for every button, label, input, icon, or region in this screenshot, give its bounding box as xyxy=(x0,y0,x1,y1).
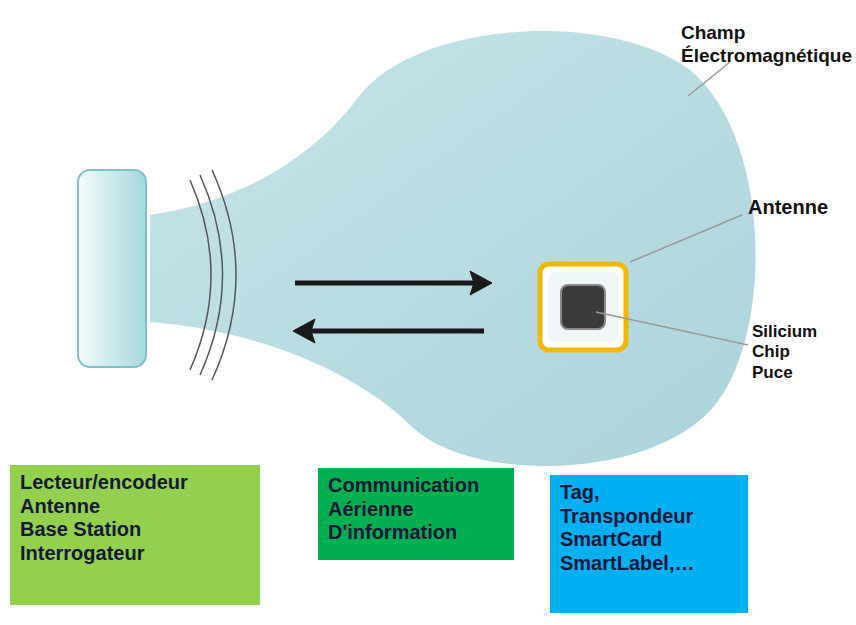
field-label: Champ Électromagnétique xyxy=(681,22,852,68)
radio-waves xyxy=(190,170,236,380)
box-text: SmartLabel,… xyxy=(560,552,738,576)
box-text: Tag, xyxy=(560,481,738,505)
leader-lines xyxy=(596,62,748,345)
communication-box: Communication Aérienne D'information xyxy=(318,468,514,560)
box-text: Transpondeur xyxy=(560,505,738,529)
data-arrows xyxy=(293,271,492,343)
reader-device xyxy=(78,170,146,367)
box-text: Base Station xyxy=(20,518,250,542)
box-text: Interrogateur xyxy=(20,542,250,566)
antenna-label: Antenne xyxy=(748,195,828,219)
tag-box: Tag,TranspondeurSmartCardSmartLabel,… xyxy=(550,475,748,613)
box-text: Communication Aérienne D'information xyxy=(328,474,504,545)
box-text: SmartCard xyxy=(560,528,738,552)
reader-box: Lecteur/encodeurAntenneBase StationInter… xyxy=(10,465,260,605)
tag-antenna xyxy=(540,264,626,350)
chip-label: Silicium Chip Puce xyxy=(752,322,817,383)
box-text: Antenne xyxy=(20,495,250,519)
box-text: Lecteur/encodeur xyxy=(20,471,250,495)
electromagnetic-field xyxy=(150,31,756,466)
